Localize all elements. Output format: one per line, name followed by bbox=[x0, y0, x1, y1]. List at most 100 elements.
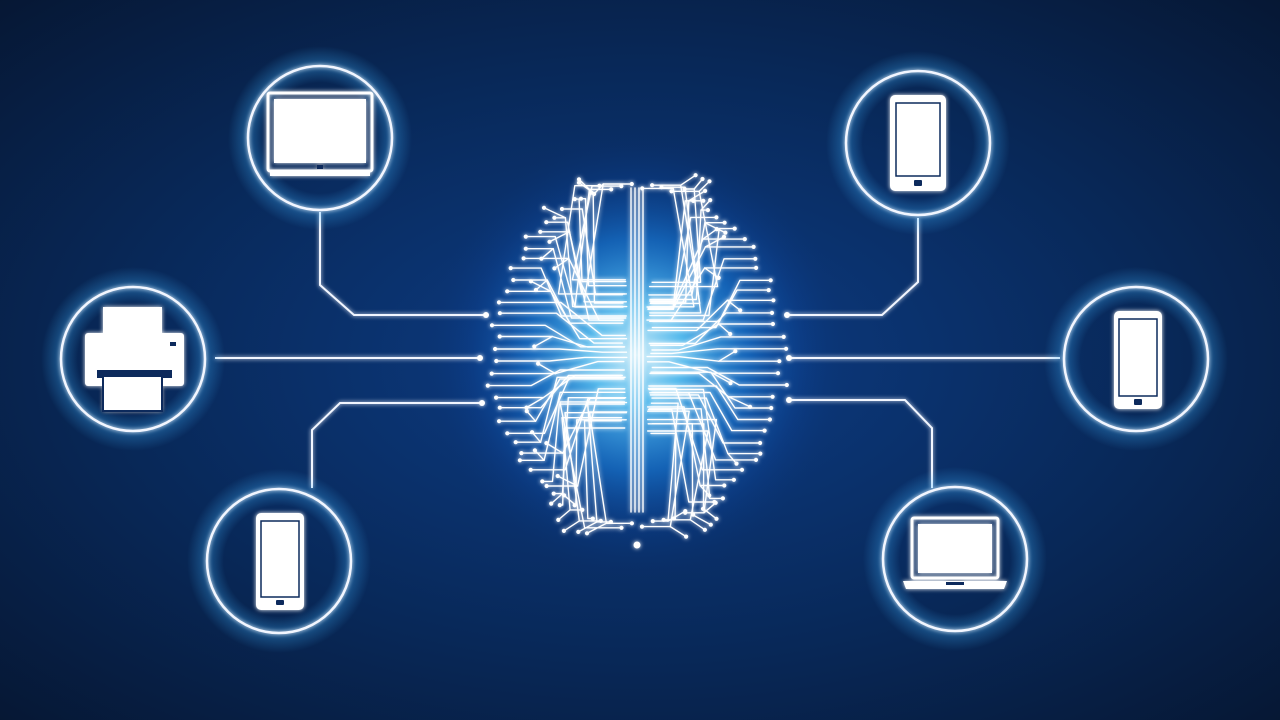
circuit-node bbox=[714, 215, 719, 220]
circuit-node bbox=[562, 493, 567, 498]
circuit-node bbox=[530, 430, 535, 435]
laptop-icon bbox=[903, 516, 1007, 589]
circuit-node bbox=[659, 185, 664, 190]
circuit-node bbox=[728, 381, 733, 386]
circuit-trace bbox=[531, 431, 542, 443]
circuit-node bbox=[609, 187, 614, 192]
circuit-node bbox=[538, 229, 543, 234]
circuit-node bbox=[496, 300, 502, 305]
circuit-trace bbox=[583, 420, 622, 520]
circuit-node bbox=[650, 519, 655, 524]
circuit-trace bbox=[669, 525, 687, 538]
circuit-node bbox=[511, 277, 516, 283]
circuit-node bbox=[532, 448, 538, 453]
circuit-node bbox=[728, 331, 733, 337]
circuit-trace bbox=[718, 350, 736, 362]
circuit-node bbox=[523, 234, 528, 239]
circuit-trace bbox=[499, 312, 623, 344]
circuit-node bbox=[639, 524, 645, 529]
circuit-trace bbox=[646, 418, 718, 514]
circuit-node bbox=[557, 503, 562, 508]
circuit-node bbox=[597, 183, 602, 188]
circuit-node bbox=[771, 298, 776, 303]
circuit-node bbox=[721, 234, 727, 239]
circuit-trace bbox=[563, 520, 580, 532]
circuit-node bbox=[528, 467, 533, 472]
circuit-node bbox=[781, 334, 786, 339]
circuit-trace bbox=[651, 366, 788, 386]
circuit-trace bbox=[727, 452, 738, 465]
tablet-icon bbox=[890, 95, 946, 191]
circuit-node bbox=[769, 310, 775, 315]
connector-top-right bbox=[788, 218, 919, 316]
monitor-icon bbox=[266, 91, 374, 176]
circuit-trace bbox=[649, 372, 774, 398]
circuit-trace bbox=[487, 369, 625, 387]
circuit-node bbox=[629, 181, 634, 187]
circuit-trace bbox=[499, 374, 622, 409]
device-node-top-right[interactable] bbox=[826, 51, 1010, 235]
device-node-middle-left[interactable] bbox=[41, 267, 225, 451]
circuit-trace bbox=[545, 442, 564, 454]
circuit-trace bbox=[680, 174, 697, 186]
circuit-trace bbox=[571, 185, 626, 281]
device-node-middle-right[interactable] bbox=[1044, 267, 1228, 451]
circuit-node bbox=[722, 483, 727, 488]
circuit-trace bbox=[650, 323, 774, 346]
circuit-trace bbox=[498, 301, 626, 337]
circuit-trace bbox=[646, 200, 704, 308]
brain-glow bbox=[422, 130, 852, 580]
circuit-trace bbox=[689, 519, 706, 531]
circuit-node bbox=[619, 525, 624, 530]
circuit-node bbox=[584, 531, 590, 536]
device-node-bottom-right[interactable] bbox=[863, 467, 1047, 651]
circuit-node bbox=[683, 509, 688, 514]
circuit-node bbox=[528, 279, 534, 284]
circuit-node bbox=[541, 205, 547, 210]
circuit-trace bbox=[641, 410, 690, 528]
circuit-trace bbox=[651, 336, 785, 351]
circuit-node bbox=[708, 198, 713, 203]
circuit-trace bbox=[718, 323, 731, 335]
circuit-trace bbox=[541, 403, 625, 483]
printer-icon bbox=[85, 307, 184, 412]
circuit-trace bbox=[691, 514, 712, 526]
circuit-trace bbox=[499, 335, 625, 348]
circuit-node bbox=[576, 529, 581, 535]
device-node-top-left[interactable] bbox=[228, 46, 412, 230]
circuit-node bbox=[505, 431, 510, 436]
circuit-trace bbox=[543, 207, 567, 219]
circuit-trace bbox=[519, 391, 626, 461]
circuit-trace bbox=[550, 492, 564, 505]
circuit-node bbox=[519, 451, 524, 456]
circuit-node bbox=[536, 361, 541, 366]
circuit-node bbox=[549, 501, 554, 506]
circuit-trace bbox=[533, 335, 553, 348]
circuit-trace bbox=[688, 190, 706, 202]
circuit-node bbox=[532, 344, 537, 349]
circuit-node bbox=[551, 491, 556, 496]
circuit-node bbox=[590, 516, 595, 521]
circuit-node bbox=[555, 473, 560, 479]
circuit-trace bbox=[540, 248, 554, 260]
circuit-node bbox=[669, 189, 674, 194]
circuit-node bbox=[494, 395, 499, 400]
circuit-trace bbox=[699, 484, 710, 497]
circuit-node bbox=[702, 527, 708, 532]
circuit-trace bbox=[574, 198, 627, 283]
smartphone-icon bbox=[256, 513, 304, 610]
circuit-trace bbox=[498, 378, 625, 422]
circuit-node bbox=[682, 186, 687, 192]
circuit-node bbox=[517, 458, 523, 463]
circuit-node bbox=[489, 371, 494, 376]
circuit-trace bbox=[557, 509, 571, 521]
circuit-trace bbox=[537, 362, 557, 375]
circuit-trace bbox=[563, 494, 577, 506]
circuit-trace bbox=[561, 417, 623, 511]
circuit-trace bbox=[588, 411, 633, 524]
device-node-bottom-left[interactable] bbox=[187, 469, 371, 653]
circuit-node bbox=[556, 517, 561, 523]
circuit-trace bbox=[647, 299, 775, 332]
circuit-trace bbox=[648, 388, 735, 481]
